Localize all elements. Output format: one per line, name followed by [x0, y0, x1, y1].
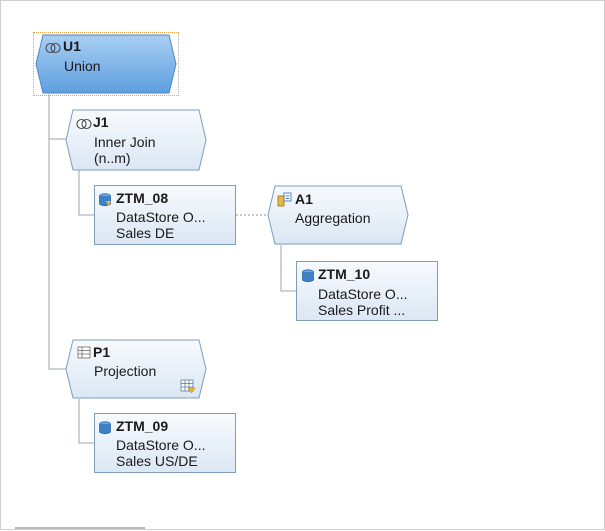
projection-icon [77, 346, 91, 364]
connector-p1-ztm09 [78, 399, 94, 444]
node-name: ZTM_08 [116, 190, 169, 206]
node-name: J1 [93, 114, 109, 130]
node-ztm10-datastore[interactable]: ZTM_10 DataStore O... Sales Profit ... [296, 261, 438, 321]
connector-u1-p1 [48, 139, 67, 370]
node-name: U1 [63, 38, 81, 54]
node-name: A1 [295, 191, 313, 207]
datastore-icon [98, 193, 112, 212]
node-shape [65, 339, 207, 399]
node-shape [35, 34, 177, 94]
datastore-icon [301, 269, 315, 288]
node-description: Sales US/DE [116, 453, 198, 469]
node-shape [94, 413, 236, 473]
node-name: P1 [93, 344, 111, 360]
node-u1-union[interactable]: U1 Union [35, 34, 177, 94]
connector-j1-ztm08 [78, 169, 94, 216]
connector-a1-ztm10 [280, 245, 297, 292]
aggregation-icon [277, 191, 293, 212]
node-shape [65, 109, 207, 171]
node-j1-inner-join[interactable]: J1 Inner Join (n..m) [65, 109, 207, 171]
node-shape [267, 185, 409, 245]
node-p1-projection[interactable]: P1 Projection [65, 339, 207, 399]
node-type-label: DataStore O... [116, 437, 206, 453]
node-type-label: Projection [94, 363, 157, 379]
node-cardinality: (n..m) [94, 150, 131, 166]
node-type-label: Union [64, 58, 101, 74]
bottom-tab-strip [15, 527, 145, 529]
table-filter-icon[interactable] [180, 379, 196, 399]
datastore-icon [98, 421, 112, 440]
node-shape [94, 185, 236, 245]
node-type-label: DataStore O... [318, 286, 408, 302]
node-type-label: Aggregation [295, 210, 371, 226]
node-name: ZTM_10 [318, 266, 371, 282]
node-shape [296, 261, 438, 321]
union-icon [45, 41, 61, 59]
node-ztm08-datastore[interactable]: ZTM_08 DataStore O... Sales DE [94, 185, 236, 245]
node-type-label: Inner Join [94, 134, 156, 150]
node-ztm09-datastore[interactable]: ZTM_09 DataStore O... Sales US/DE [94, 413, 236, 473]
node-type-label: DataStore O... [116, 209, 206, 225]
node-a1-aggregation[interactable]: A1 Aggregation [267, 185, 409, 245]
node-description: Sales DE [116, 225, 175, 241]
node-name: ZTM_09 [116, 418, 169, 434]
join-icon [76, 117, 92, 135]
node-description: Sales Profit ... [318, 302, 406, 318]
